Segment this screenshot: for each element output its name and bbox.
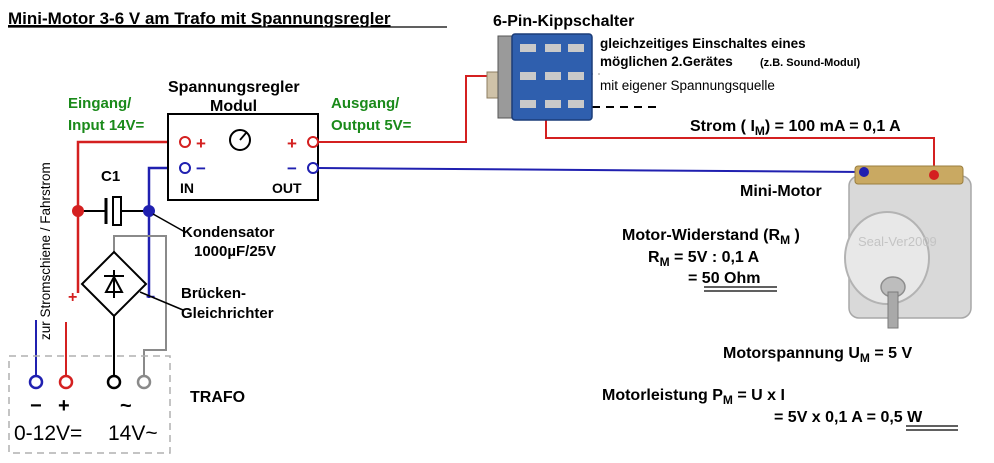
resistance-eq1-sub: M: [660, 255, 670, 269]
motor-label: Mini-Motor: [740, 183, 822, 200]
resistance-eq1-prefix: R: [648, 249, 660, 266]
rail-label: zur Stromschiene / Fahrstrom: [38, 162, 53, 340]
current-suffix: ) = 100 mA = 0,1 A: [765, 118, 901, 135]
motor-icon: [844, 165, 972, 329]
capacitor-pointer: [152, 213, 186, 233]
regulator-plus-out: +: [287, 134, 297, 153]
terminal-out-minus: [307, 162, 319, 174]
terminal-out-plus: [307, 136, 319, 148]
input-label-line1: Eingang/: [68, 95, 132, 112]
output-label-line2: Output 5V=: [331, 117, 412, 134]
resistance-title-sub: M: [780, 233, 790, 247]
switch-note-line2b: (z.B. Sound-Modul): [760, 57, 861, 69]
regulator-in-label: IN: [180, 180, 194, 196]
power-line2: = 5V x 0,1 A = 0,5 W: [774, 409, 923, 426]
input-label-line2: Input 14V=: [68, 117, 145, 134]
regulator-label-line2: Modul: [210, 98, 257, 115]
current-prefix: Strom ( I: [690, 118, 755, 135]
regulator-minus-out: −: [287, 159, 297, 178]
trafo-terminal-minus: [28, 374, 44, 390]
switch-note-line2a: möglichen 2.Gerätes: [600, 54, 733, 69]
meter-needle: [239, 132, 247, 141]
voltage-label: Motorspannung UM = 5 V: [723, 345, 912, 365]
terminal-in-minus: [179, 162, 191, 174]
resistance-eq1-suffix: = 5V : 0,1 A: [670, 249, 760, 266]
capacitor-label-line2: 1000µF/25V: [194, 243, 276, 260]
junction-blue: [143, 205, 155, 217]
rectifier-label-line1: Brücken-: [181, 285, 246, 302]
resistance-eq2: = 50 Ohm: [688, 270, 760, 287]
motor-watermark: Seal-Ver2009: [858, 234, 937, 249]
trafo-label: TRAFO: [190, 389, 245, 406]
rectifier-plus: +: [68, 289, 77, 306]
capacitor-label-line1: Kondensator: [182, 224, 275, 241]
regulator-minus-in: −: [196, 159, 206, 178]
diagram-title: Mini-Motor 3-6 V am Trafo mit Spannungsr…: [8, 9, 391, 28]
power-prefix: Motorleistung P: [602, 387, 723, 404]
rectifier-minus: −: [146, 289, 155, 306]
trafo-terminal-ac1: [106, 374, 122, 390]
trafo-terminal-plus: [58, 374, 74, 390]
power-label: Motorleistung PM = U x I: [602, 387, 785, 407]
resistance-eq1: RM = 5V : 0,1 A: [648, 249, 760, 269]
capacitor-name: C1: [101, 168, 120, 185]
regulator-plus-in: +: [196, 134, 206, 153]
power-result: 0,5 W: [880, 409, 923, 426]
voltage-sub: M: [860, 351, 870, 365]
wire-blue-output: [317, 167, 865, 173]
motor-terminal-blue: [859, 167, 869, 177]
trafo-dc-minus: −: [30, 395, 42, 417]
voltage-suffix: = 5 V: [870, 345, 913, 362]
trafo-ac-value: 14V~: [108, 422, 158, 445]
toggle-switch-icon: [486, 33, 593, 121]
power-suffix: = U x I: [733, 387, 785, 404]
trafo-dc-range: 0-12V=: [14, 422, 82, 445]
rectifier-label-line2: Gleichrichter: [181, 305, 274, 322]
wire-red-motor: [545, 108, 935, 175]
switch-title: 6-Pin-Kippschalter: [493, 13, 634, 30]
regulator-label-line1: Spannungsregler: [168, 79, 300, 96]
power-line2-text: = 5V x 0,1 A =: [774, 409, 880, 426]
terminal-in-plus: [179, 136, 191, 148]
output-label-line1: Ausgang/: [331, 95, 400, 112]
resistance-title-prefix: Motor-Widerstand (R: [622, 227, 781, 244]
resistance-title: Motor-Widerstand (RM ): [622, 227, 800, 247]
voltage-prefix: Motorspannung U: [723, 345, 860, 362]
resistance-title-suffix: ): [790, 227, 800, 244]
trafo-box: [8, 355, 171, 454]
rectifier-pointer: [139, 291, 184, 311]
regulator-out-label: OUT: [272, 180, 302, 196]
switch-note-line1: gleichzeitiges Einschaltes eines: [600, 36, 806, 51]
current-label: Strom ( IM) = 100 mA = 0,1 A: [690, 118, 901, 138]
regulator-module-box: [167, 113, 319, 201]
junction-red: [72, 205, 84, 217]
trafo-dc-plus: +: [58, 395, 70, 417]
trafo-ac-symbol: ~: [120, 395, 132, 417]
switch-note-line3: mit eigener Spannungsquelle: [600, 78, 775, 93]
capacitor-plate-right: [112, 196, 122, 226]
wire-red-input: [76, 140, 185, 293]
motor-terminal-red: [929, 170, 939, 180]
trafo-terminal-ac2: [136, 374, 152, 390]
current-sub: M: [755, 124, 765, 138]
power-sub: M: [723, 393, 733, 407]
